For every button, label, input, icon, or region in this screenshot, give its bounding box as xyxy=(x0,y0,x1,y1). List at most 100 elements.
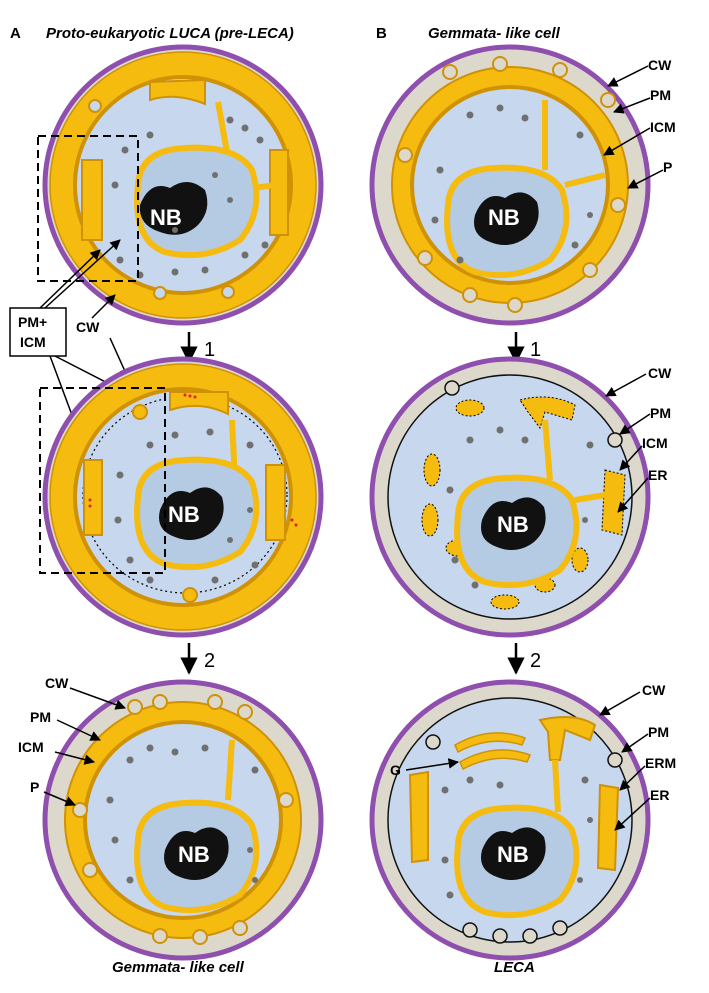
ribosome-dots xyxy=(114,428,259,584)
pointer-arrow xyxy=(621,733,649,753)
pointer-arrow xyxy=(607,65,649,87)
pointer-arrow xyxy=(39,249,101,309)
label-er: ER xyxy=(648,467,667,483)
pointer-arrow xyxy=(605,373,647,397)
cell-a3: NB xyxy=(42,679,324,961)
label-cw: CW xyxy=(648,57,672,73)
pointer-arrow xyxy=(43,791,76,807)
chromatin xyxy=(159,487,224,541)
label-erm: ERM xyxy=(645,755,676,771)
ribosome-dots xyxy=(106,744,259,884)
label-p: P xyxy=(663,159,672,175)
vesicle xyxy=(88,99,102,113)
chromatin xyxy=(481,827,546,881)
pointer-arrow xyxy=(617,477,649,513)
er-fragments xyxy=(421,396,626,610)
ribosome-dots xyxy=(431,104,593,264)
nucleoid-label: NB xyxy=(497,842,529,867)
pm-pockets xyxy=(425,734,623,944)
golgi-stack xyxy=(454,732,526,754)
step-1-label-a: 1 xyxy=(204,339,215,361)
icm-membrane xyxy=(564,172,606,188)
pointer-arrow xyxy=(614,797,651,831)
inset-box xyxy=(39,387,166,574)
label-pm: PM xyxy=(30,709,51,725)
pointer-arrow xyxy=(603,127,651,156)
label-icm: ICM xyxy=(642,435,668,451)
panel-b-title: Gemmata- like cell xyxy=(428,25,561,42)
chromatin xyxy=(164,827,229,881)
pointer-arrow xyxy=(91,294,116,319)
nucleoid-label: NB xyxy=(497,512,529,537)
icm-membrane xyxy=(542,419,553,481)
box-label-line2: ICM xyxy=(20,334,46,350)
red-fusion-marks xyxy=(88,393,298,527)
golgi-stack xyxy=(459,749,531,771)
label-pm: PM xyxy=(648,724,669,740)
label-pm: PM xyxy=(650,405,671,421)
chromatin xyxy=(474,192,539,246)
nucleoid-label: NB xyxy=(168,502,200,527)
ribosome-dots xyxy=(446,426,594,589)
icm-membrane xyxy=(265,464,286,541)
pointer-arrow xyxy=(613,97,651,114)
icm-membrane xyxy=(269,149,289,236)
chromatin xyxy=(481,497,546,551)
icm-membrane xyxy=(149,78,206,106)
pointer-arrow xyxy=(619,765,646,791)
label-cw: CW xyxy=(642,682,666,698)
cell-b3: NB xyxy=(369,679,651,961)
pm-pockets xyxy=(72,694,294,945)
panel-b-caption: LECA xyxy=(494,959,535,976)
box-label-line1: PM+ xyxy=(18,314,47,330)
er-membrane xyxy=(408,770,429,864)
pointer-arrow xyxy=(56,719,101,741)
pointer-arrow xyxy=(627,169,664,189)
cell-a1: NB xyxy=(42,44,324,326)
ribosome-dots xyxy=(441,776,593,899)
pointer-arrow xyxy=(619,413,651,435)
inset-box xyxy=(37,135,139,282)
label-cw: CW xyxy=(648,365,672,381)
icm-membrane xyxy=(169,391,229,416)
vesicle xyxy=(132,404,148,420)
cell-a2: NB xyxy=(42,356,324,638)
step-2-label-a: 2 xyxy=(204,650,215,672)
label-p: P xyxy=(30,779,39,795)
icm-membrane xyxy=(83,459,103,536)
panel-b-letter: B xyxy=(376,25,387,42)
label-g: G xyxy=(390,762,401,778)
label-pm: PM xyxy=(650,87,671,103)
pointer-arrow xyxy=(54,751,96,765)
label-cw: CW xyxy=(45,675,69,691)
icm-membrane xyxy=(225,739,235,801)
pointer-arrow xyxy=(44,239,121,309)
step-2-label-b: 2 xyxy=(530,650,541,672)
cell-b1: NB xyxy=(369,44,651,326)
vesicle xyxy=(153,286,167,300)
pm-pockets xyxy=(397,56,626,313)
label-icm: ICM xyxy=(18,739,44,755)
pointer-arrow xyxy=(599,691,641,716)
pointer-arrow xyxy=(405,758,460,771)
vesicle xyxy=(221,285,235,299)
pointer-arrow xyxy=(619,445,643,471)
chromatin xyxy=(139,181,208,235)
pointer-arrow xyxy=(69,687,126,710)
icm-membrane xyxy=(81,159,103,241)
step-1-label-b: 1 xyxy=(530,339,541,361)
label-er: ER xyxy=(650,787,669,803)
pm-pockets xyxy=(444,380,623,448)
panel-a-title: Proto-eukaryotic LUCA (pre-LECA) xyxy=(46,25,294,42)
icm-membrane xyxy=(574,492,606,503)
label-icm: ICM xyxy=(650,119,676,135)
er-membrane xyxy=(552,759,561,813)
vesicle xyxy=(182,587,198,603)
nucleoid-label: NB xyxy=(150,205,182,230)
panel-a-letter: A xyxy=(10,25,21,42)
er-membrane xyxy=(596,783,620,872)
panel-a-caption: Gemmata- like cell xyxy=(112,959,245,976)
nucleoid-label: NB xyxy=(178,842,210,867)
nucleoid-label: NB xyxy=(488,205,520,230)
